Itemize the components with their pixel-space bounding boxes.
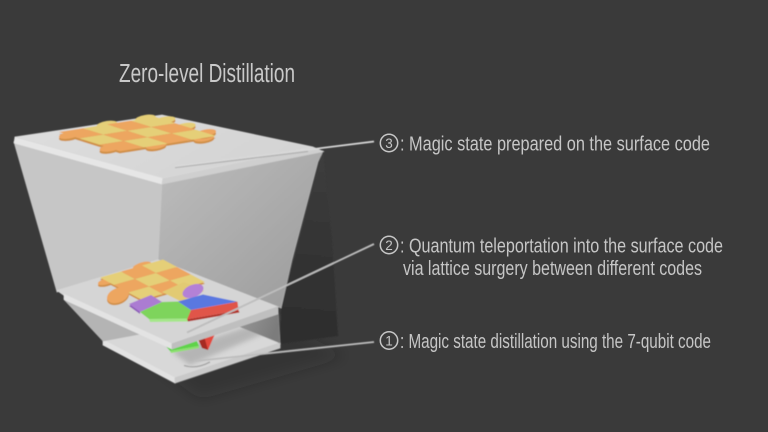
svg-text:via lattice surgery between di: via lattice surgery between different co…: [403, 258, 702, 280]
svg-text:: Quantum teleportation into t: : Quantum teleportation into the surface…: [400, 236, 723, 258]
svg-text:Zero-level Distillation: Zero-level Distillation: [119, 60, 295, 88]
svg-text:: Magic state prepared on the: : Magic state prepared on the surface co…: [400, 134, 710, 156]
svg-text:: Magic state distillation usi: : Magic state distillation using the 7-q…: [400, 331, 711, 353]
svg-text:3: 3: [385, 136, 393, 151]
svg-text:1: 1: [385, 334, 393, 349]
svg-text:2: 2: [385, 238, 393, 253]
